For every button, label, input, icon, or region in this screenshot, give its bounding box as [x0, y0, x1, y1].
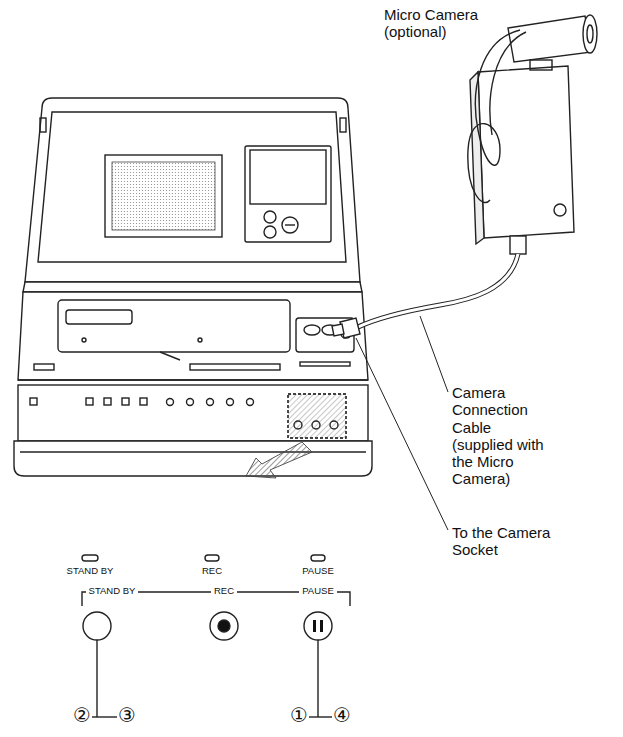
button-label: PAUSE [299, 586, 337, 597]
indicator-label: STAND BY [67, 566, 114, 577]
indicator-label: REC [202, 566, 222, 577]
callout-number: ① [290, 704, 308, 727]
part-name: Camera Connection Cable (supplied with t… [452, 384, 554, 488]
part-name: Micro Camera (optional) [384, 6, 506, 41]
indicator-label: PAUSE [302, 566, 334, 577]
button-label: REC [211, 586, 237, 597]
callout-number: ② [73, 704, 91, 727]
button-label: STAND BY [86, 586, 139, 597]
callout-number: ③ [118, 704, 136, 727]
callout-number: ④ [333, 704, 351, 727]
part-name: To the Camera Socket [452, 524, 568, 559]
